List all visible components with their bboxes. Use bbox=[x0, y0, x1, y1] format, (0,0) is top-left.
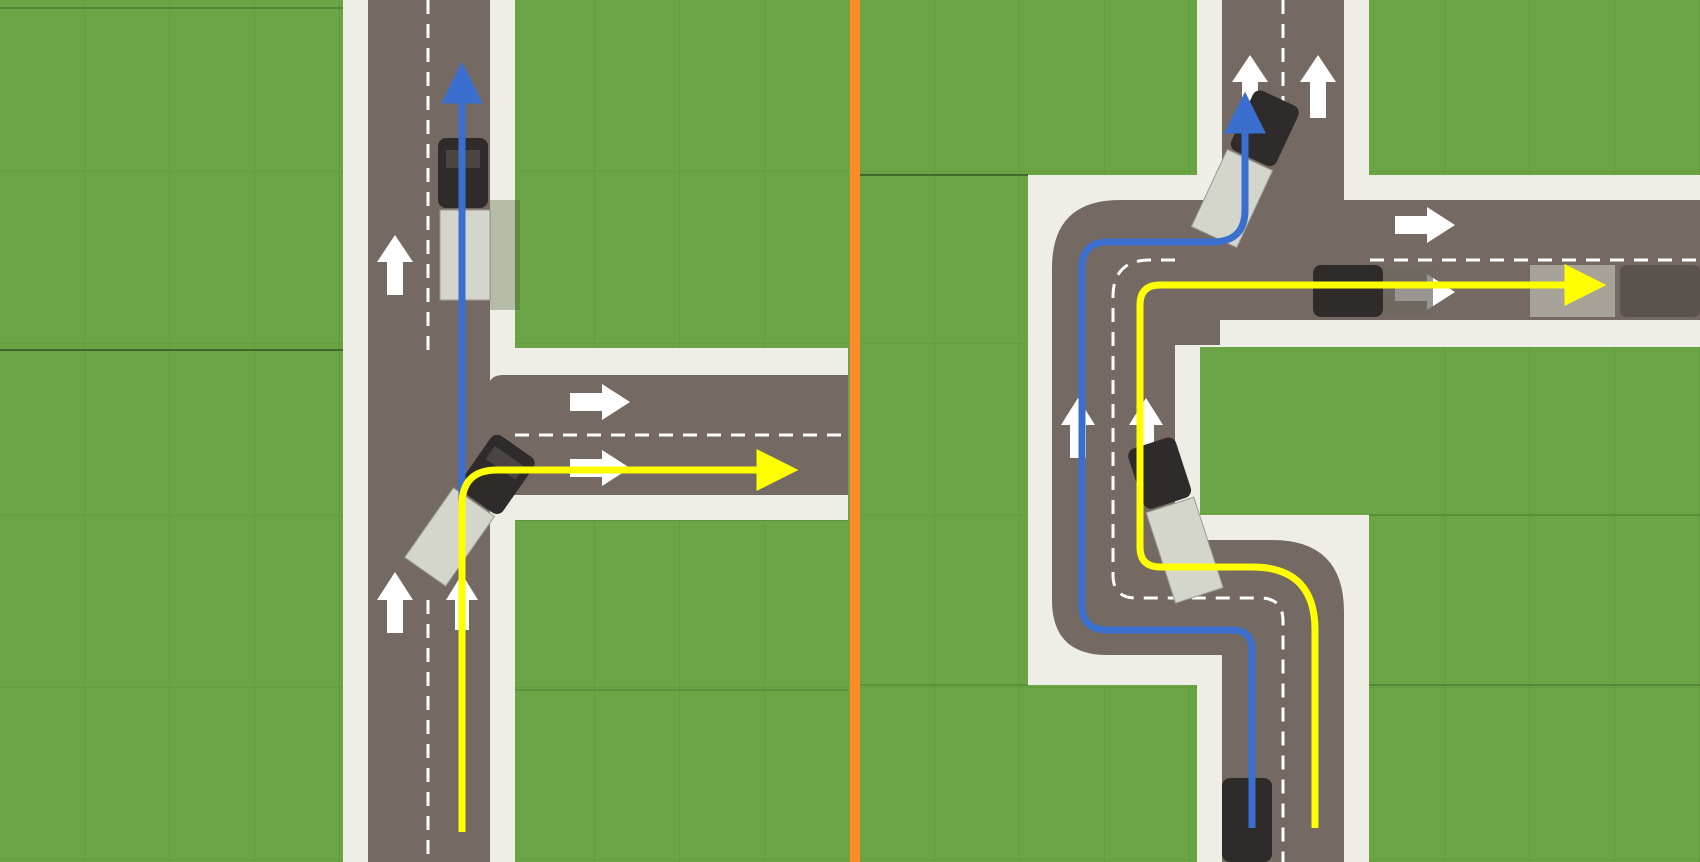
truck bbox=[1222, 778, 1272, 862]
right-panel bbox=[860, 0, 1700, 862]
panel-divider bbox=[850, 0, 860, 862]
left-panel bbox=[0, 0, 848, 862]
